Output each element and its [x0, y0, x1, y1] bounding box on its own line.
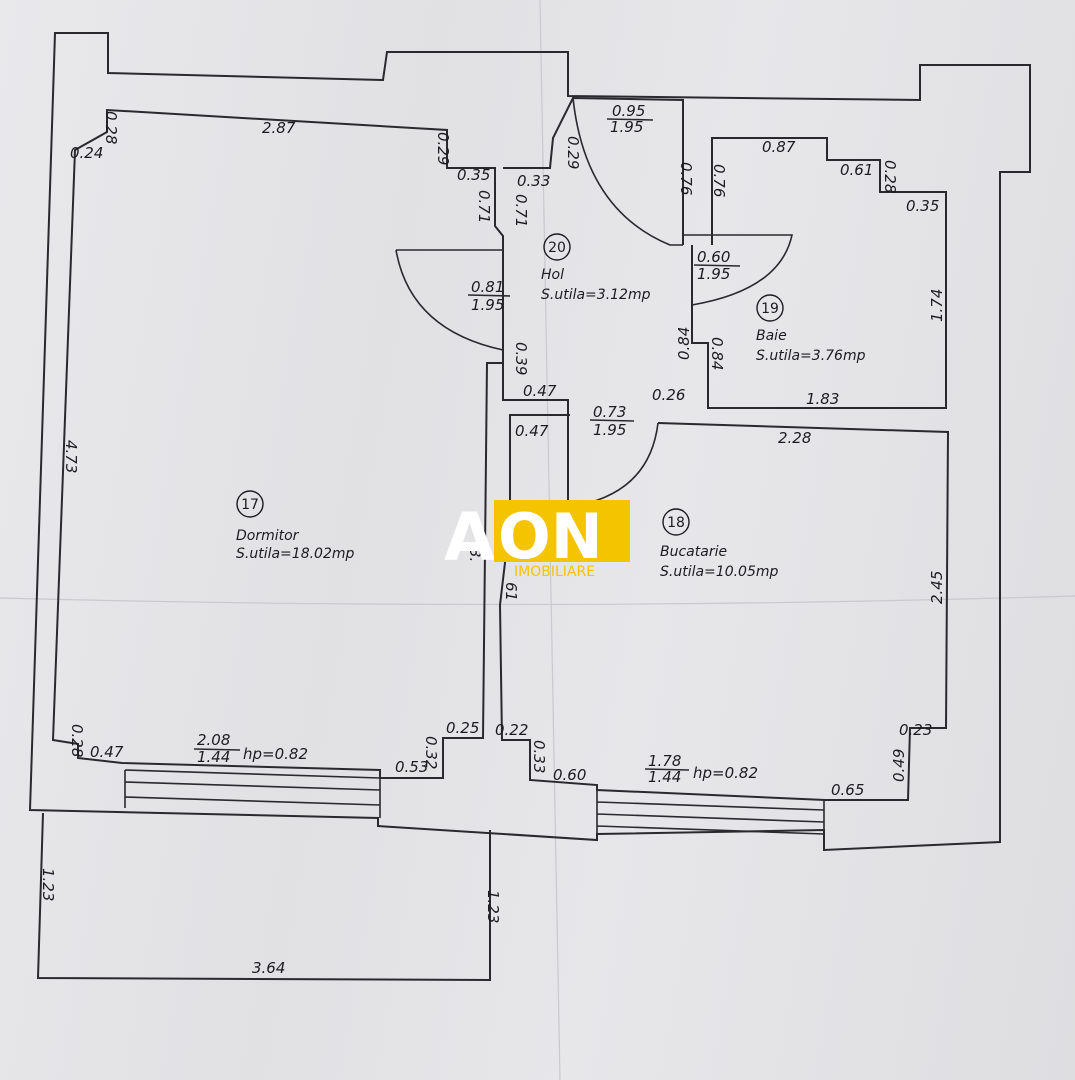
- hall-wall-lower-right: [691, 137, 947, 409]
- room-name: Hol: [541, 267, 564, 283]
- dim-label: 0.29: [434, 132, 452, 165]
- dim-divider: [589, 419, 635, 422]
- logo-mark: A: [444, 499, 495, 576]
- dim-label: 0.81: [471, 278, 504, 296]
- dim-label: 0.25: [446, 719, 479, 737]
- bedroom-door-swing: [395, 249, 504, 351]
- dim-label: 0.53: [395, 758, 428, 776]
- dim-label: 1.44: [197, 748, 230, 766]
- dim-divider: [606, 118, 654, 121]
- dim-label: 4.73: [62, 440, 80, 473]
- dim-label: 0.71: [512, 194, 530, 227]
- dim-label: 1.74: [928, 289, 946, 322]
- logo-letters: ON: [498, 500, 603, 573]
- dim-label: 0.47: [523, 382, 557, 400]
- dim-label: 0.39: [512, 342, 530, 375]
- dim-label: 3.: [466, 548, 484, 562]
- dim-label: 0.60: [697, 248, 730, 266]
- dim-label: 0.22: [495, 721, 528, 739]
- dim-label: 0.61: [840, 161, 873, 179]
- dim-label: 0.26: [652, 386, 685, 404]
- kitchen-window: [596, 790, 825, 848]
- dim-label: 0.32: [422, 736, 440, 769]
- bath-door-swing: [683, 234, 793, 306]
- paper-crease: [0, 595, 1075, 606]
- room-number: 19: [761, 301, 779, 317]
- dim-label: 0.28: [102, 111, 120, 144]
- room-number: 18: [667, 515, 685, 531]
- dim-label: 0.35: [906, 197, 939, 215]
- room-area: S.utila=3.12mp: [541, 287, 651, 303]
- room-tag-18: [662, 508, 690, 536]
- room-area: S.utila=18.02mp: [236, 546, 355, 562]
- dim-label: 0.33: [517, 172, 550, 190]
- room-number: 20: [548, 240, 566, 256]
- dim-label: 61: [502, 582, 520, 601]
- room-name: Bucatarie: [660, 544, 727, 560]
- dim-label: 0.87: [762, 138, 796, 156]
- room-area: S.utila=10.05mp: [660, 564, 779, 580]
- dim-label: 0.76: [710, 164, 728, 197]
- dim-label: 0.49: [890, 749, 908, 782]
- dim-label: 0.47: [90, 743, 124, 761]
- dim-label: 0.28: [881, 160, 899, 193]
- entry-door-swing: [572, 97, 683, 246]
- balcony-outline: [36, 812, 491, 982]
- dim-label: hp=0.82: [243, 745, 308, 763]
- dim-label: 0.33: [530, 740, 548, 773]
- dim-label: 1.95: [471, 296, 504, 314]
- dim-label: 0.28: [68, 724, 86, 757]
- dim-label: 0.71: [475, 190, 493, 223]
- aon-imobiliare-logo: A ON IMOBILIARE: [444, 499, 630, 580]
- dim-label: 1.44: [648, 768, 681, 786]
- dim-label: hp=0.82: [693, 764, 758, 782]
- dim-label: 3.64: [252, 959, 285, 977]
- dim-divider: [467, 294, 511, 297]
- room-tag-20: [543, 233, 571, 261]
- hall-wall: [503, 96, 684, 245]
- room-number: 17: [241, 497, 259, 513]
- dim-label: 2.28: [778, 429, 811, 447]
- dim-label: 0.73: [593, 403, 626, 421]
- logo-subtitle: IMOBILIARE: [514, 564, 595, 580]
- dim-divider: [193, 748, 241, 751]
- dim-label: 1.78: [648, 752, 681, 770]
- outer-wall: [28, 32, 1031, 852]
- dim-divider: [693, 264, 741, 267]
- bedroom-window: [124, 769, 381, 818]
- dim-label: 0.29: [564, 136, 582, 169]
- room-name: Dormitor: [236, 528, 300, 544]
- dim-label: 1.23: [484, 890, 502, 923]
- dim-divider: [644, 768, 690, 771]
- dim-label: 1.95: [593, 421, 626, 439]
- dim-label: 1.95: [610, 118, 643, 136]
- dim-label: 0.35: [457, 166, 490, 184]
- room-area: S.utila=3.76mp: [756, 348, 866, 364]
- dim-label: 1.95: [697, 265, 730, 283]
- dim-label: 0.95: [612, 102, 645, 120]
- dim-label: 0.47: [515, 422, 549, 440]
- bedroom-wall: [51, 108, 504, 779]
- dim-label: 0.84: [708, 337, 726, 370]
- dim-label: 1.23: [39, 868, 57, 901]
- dim-label: 0.24: [70, 144, 103, 162]
- room-tag-17: [236, 490, 264, 518]
- dim-label: 2.87: [262, 119, 296, 137]
- dim-label: 1.83: [806, 390, 839, 408]
- room-tag-19: [756, 294, 784, 322]
- dim-label: 2.08: [197, 731, 230, 749]
- dim-label: 2.45: [928, 571, 946, 604]
- dim-label: 0.84: [675, 327, 693, 360]
- room-name: Baie: [756, 328, 787, 344]
- dim-label: 0.65: [831, 781, 864, 799]
- logo-block: [494, 500, 630, 562]
- dim-label: 0.60: [553, 766, 586, 784]
- dim-label: 0.76: [677, 162, 695, 195]
- dim-label: 0.23: [899, 721, 932, 739]
